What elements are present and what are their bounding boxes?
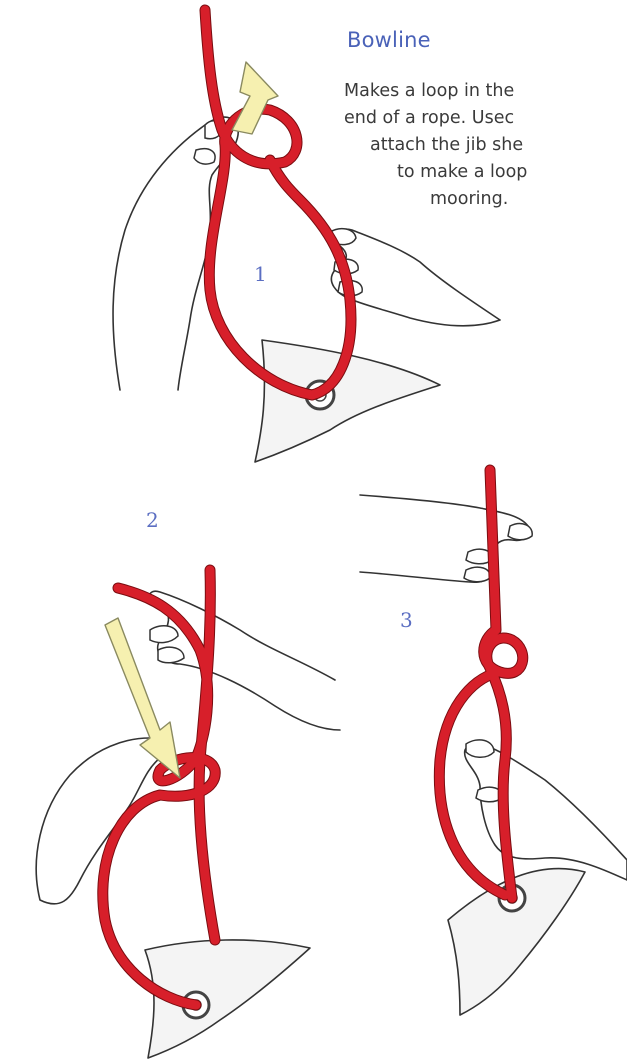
step-3-upper-finger [464, 567, 490, 582]
step-3-upper-hand [360, 495, 530, 582]
step-1-right-hand [331, 229, 500, 326]
step-number-2: 2 [146, 508, 159, 532]
step-2-upper-finger [150, 626, 178, 643]
step-number-3: 3 [400, 608, 413, 632]
step-3-lower-finger [466, 740, 494, 757]
step-1-up-arrow [232, 62, 278, 134]
step-3-lower-hand [465, 744, 627, 880]
step-number-1: 1 [254, 262, 267, 286]
step-1-illustration [113, 10, 500, 462]
step-1-left-hand [113, 117, 238, 390]
step-3-upper-finger [508, 524, 532, 540]
step-2-upper-finger [158, 647, 184, 663]
step-1-rope [205, 10, 351, 395]
step-1-left-finger [194, 149, 215, 164]
step-2-illustration [36, 570, 340, 1058]
step-3-illustration [360, 470, 627, 1015]
